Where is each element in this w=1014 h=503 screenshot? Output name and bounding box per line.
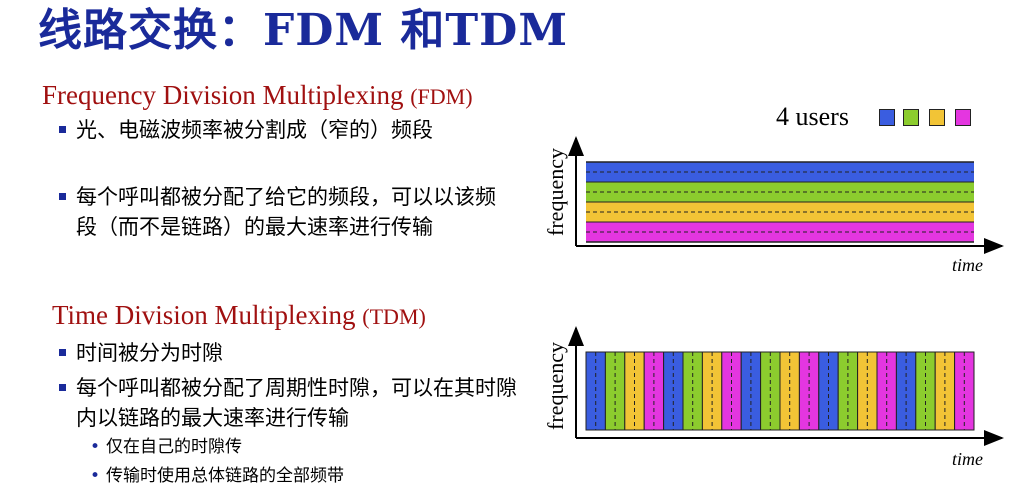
bullet-square-icon: [59, 384, 66, 391]
tdm-heading-text: Time Division Multiplexing: [52, 300, 356, 330]
tdm-sub-bullet-2: • 传输时使用总体链路的全部频带: [90, 464, 526, 488]
fdm-diagram: frequency time: [543, 136, 1004, 275]
tdm-bullet-2-text: 每个呼叫都被分配了周期性时隙，可以在其时隙内以链路的最大速率进行传输: [76, 376, 517, 430]
tdm-sub-bullet-2-text: 传输时使用总体链路的全部频带: [106, 466, 344, 486]
tdm-abbr: (TDM): [362, 304, 426, 329]
page-title: 线路交换：FDM 和TDM: [38, 5, 569, 56]
fdm-band-user-3: [586, 202, 974, 222]
tdm-sub-bullet-1-text: 仅在自己的时隙传: [106, 437, 242, 457]
bullet-dot-icon: •: [90, 466, 101, 486]
fdm-y-label: frequency: [543, 148, 568, 236]
tdm-sub-bullet-1: • 仅在自己的时隙传: [90, 435, 526, 459]
bullet-square-icon: [59, 126, 66, 133]
tdm-heading: Time Division Multiplexing (TDM): [52, 300, 426, 331]
users-legend-label: 4 users: [776, 102, 849, 131]
fdm-bullet-2-text: 每个呼叫都被分配了给它的频段，可以以该频段（而不是链路）的最大速率进行传输: [76, 185, 496, 239]
bullet-square-icon: [59, 193, 66, 200]
fdm-band-user-1: [586, 162, 974, 182]
fdm-heading-text: Frequency Division Multiplexing: [42, 80, 404, 110]
bullet-dot-icon: •: [90, 437, 101, 457]
fdm-heading: Frequency Division Multiplexing (FDM): [42, 80, 473, 111]
fdm-bullet-2: 每个呼叫都被分配了给它的频段，可以以该频段（而不是链路）的最大速率进行传输: [59, 182, 506, 242]
fdm-x-label: time: [952, 255, 983, 275]
tdm-y-label: frequency: [543, 342, 568, 430]
user-1-swatch: [879, 109, 895, 126]
bullet-square-icon: [59, 349, 66, 356]
fdm-bullet-1: 光、电磁波频率被分割成（窄的）频段: [59, 115, 536, 145]
fdm-abbr: (FDM): [410, 84, 473, 109]
fdm-band-user-2: [586, 182, 974, 202]
user-2-swatch: [903, 109, 919, 126]
tdm-bullet-1-text: 时间被分为时隙: [76, 341, 223, 365]
tdm-x-label: time: [952, 449, 983, 469]
user-3-swatch: [929, 109, 945, 126]
fdm-bullet-1-text: 光、电磁波频率被分割成（窄的）频段: [76, 118, 433, 142]
tdm-bullet-2: 每个呼叫都被分配了周期性时隙，可以在其时隙内以链路的最大速率进行传输: [59, 373, 526, 433]
user-4-swatch: [955, 109, 971, 126]
tdm-bullet-1: 时间被分为时隙: [59, 338, 516, 368]
tdm-diagram: frequency time: [543, 326, 1004, 469]
fdm-band-user-4: [586, 222, 974, 242]
